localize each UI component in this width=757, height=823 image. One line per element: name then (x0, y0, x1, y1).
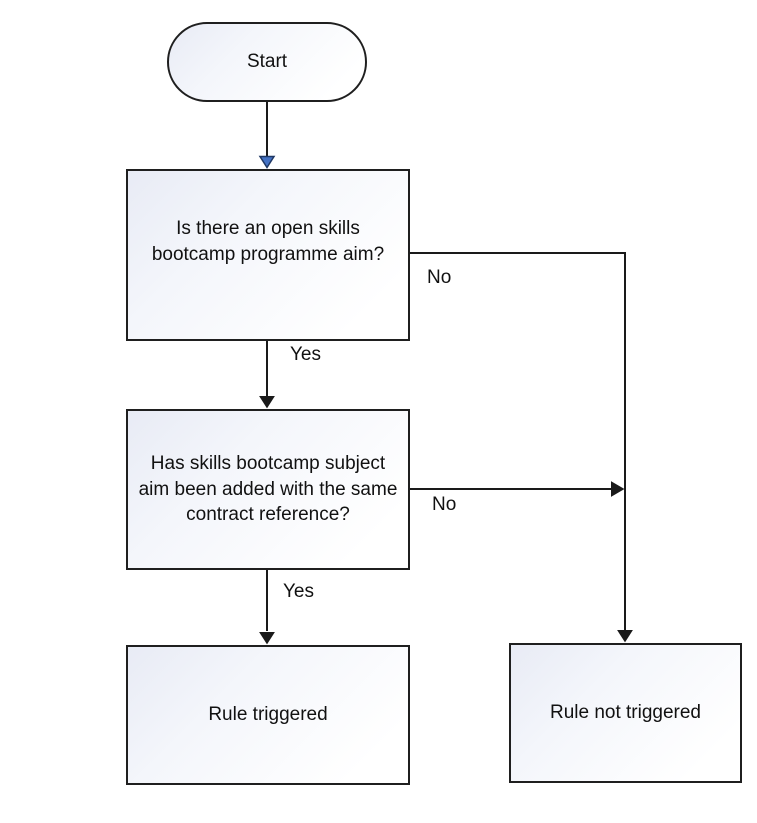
start-node-label: Start (246, 51, 288, 73)
connector-q2-yes-to-rule-triggered (266, 570, 268, 631)
decision-subject-aim-same-contract-label: Has skills bootcamp subject aim been add… (138, 453, 398, 526)
result-rule-not-triggered: Rule not triggered (509, 643, 742, 783)
decision-open-programme-aim-label: Is there an open skills bootcamp program… (151, 218, 385, 265)
result-rule-not-triggered-label: Rule not triggered (549, 702, 702, 724)
connector-q1-yes-to-q2 (266, 341, 268, 397)
edge-label-q1-no: No (427, 267, 452, 288)
decision-subject-aim-same-contract: Has skills bootcamp subject aim been add… (126, 409, 410, 570)
arrowhead-q1-yes-icon (259, 396, 275, 409)
edge-label-q2-yes: Yes (283, 581, 314, 602)
arrowhead-start-to-q1-icon (258, 155, 276, 169)
connector-q2-no-horizontal (410, 488, 611, 490)
arrowhead-rule-not-triggered-icon (617, 630, 633, 643)
result-rule-triggered: Rule triggered (126, 645, 410, 785)
edge-label-q1-yes: Yes (290, 344, 321, 365)
result-rule-triggered-label: Rule triggered (208, 704, 328, 726)
arrowhead-q2-yes-icon (259, 632, 275, 645)
connector-q1-no-horizontal (410, 252, 626, 254)
decision-open-programme-aim: Is there an open skills bootcamp program… (126, 169, 410, 341)
connector-rail-to-rule-not-triggered (624, 252, 626, 630)
edge-label-q2-no: No (432, 494, 457, 515)
arrowhead-q2-no-icon (611, 481, 625, 497)
connector-start-to-q1 (266, 102, 268, 158)
start-node: Start (167, 22, 367, 102)
